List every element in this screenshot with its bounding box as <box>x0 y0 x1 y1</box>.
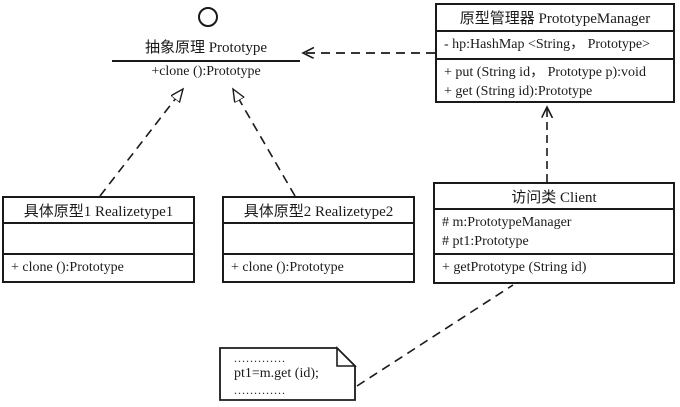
method: + put (String id， Prototype p):void <box>444 65 646 80</box>
realization-arrow-realizetype1 <box>99 89 183 197</box>
method: + getPrototype (String id) <box>442 260 587 275</box>
method: + get (String id):Prototype <box>444 84 593 99</box>
class-realizetype2: 具体原型2 Realizetype2 + clone ():Prototype <box>222 196 415 283</box>
class-title: 访问类 Client <box>435 184 673 210</box>
note-anchor-line <box>356 284 514 387</box>
attribute: - hp:HashMap <String， Prototype> <box>444 37 650 52</box>
class-realizetype1: 具体原型1 Realizetype1 + clone ():Prototype <box>2 196 195 283</box>
methods-compartment: + put (String id， Prototype p):void + ge… <box>437 60 673 101</box>
attributes-compartment: # m:PrototypeManager # pt1:Prototype <box>435 210 673 255</box>
method: + clone ():Prototype <box>231 260 344 275</box>
methods-compartment: + clone ():Prototype <box>4 255 193 281</box>
methods-compartment: + clone ():Prototype <box>224 255 413 281</box>
method: + clone ():Prototype <box>11 260 124 275</box>
attribute: # m:PrototypeManager <box>442 215 572 230</box>
uml-note: ............. pt1=m.get (id); ..........… <box>234 352 350 396</box>
class-title: 原型管理器 PrototypeManager <box>437 5 673 32</box>
class-title: 具体原型2 Realizetype2 <box>224 198 413 224</box>
interface-name: 抽象原理 Prototype <box>112 38 300 62</box>
attributes-compartment <box>224 224 413 255</box>
class-prototype-manager: 原型管理器 PrototypeManager - hp:HashMap <Str… <box>435 3 675 103</box>
note-line: ............. <box>234 383 286 396</box>
note-line: ............. <box>234 352 286 365</box>
methods-compartment: + getPrototype (String id) <box>435 255 673 282</box>
interface-prototype: 抽象原理 Prototype +clone ():Prototype <box>112 38 300 81</box>
interface-icon <box>198 7 218 27</box>
attribute: # pt1:Prototype <box>442 234 529 249</box>
attributes-compartment <box>4 224 193 255</box>
attributes-compartment: - hp:HashMap <String， Prototype> <box>437 32 673 60</box>
note-line: pt1=m.get (id); <box>234 366 319 381</box>
class-title: 具体原型1 Realizetype1 <box>4 198 193 224</box>
realization-arrow-realizetype2 <box>233 89 296 197</box>
class-client: 访问类 Client # m:PrototypeManager # pt1:Pr… <box>433 182 675 284</box>
interface-operation: +clone ():Prototype <box>151 64 261 79</box>
